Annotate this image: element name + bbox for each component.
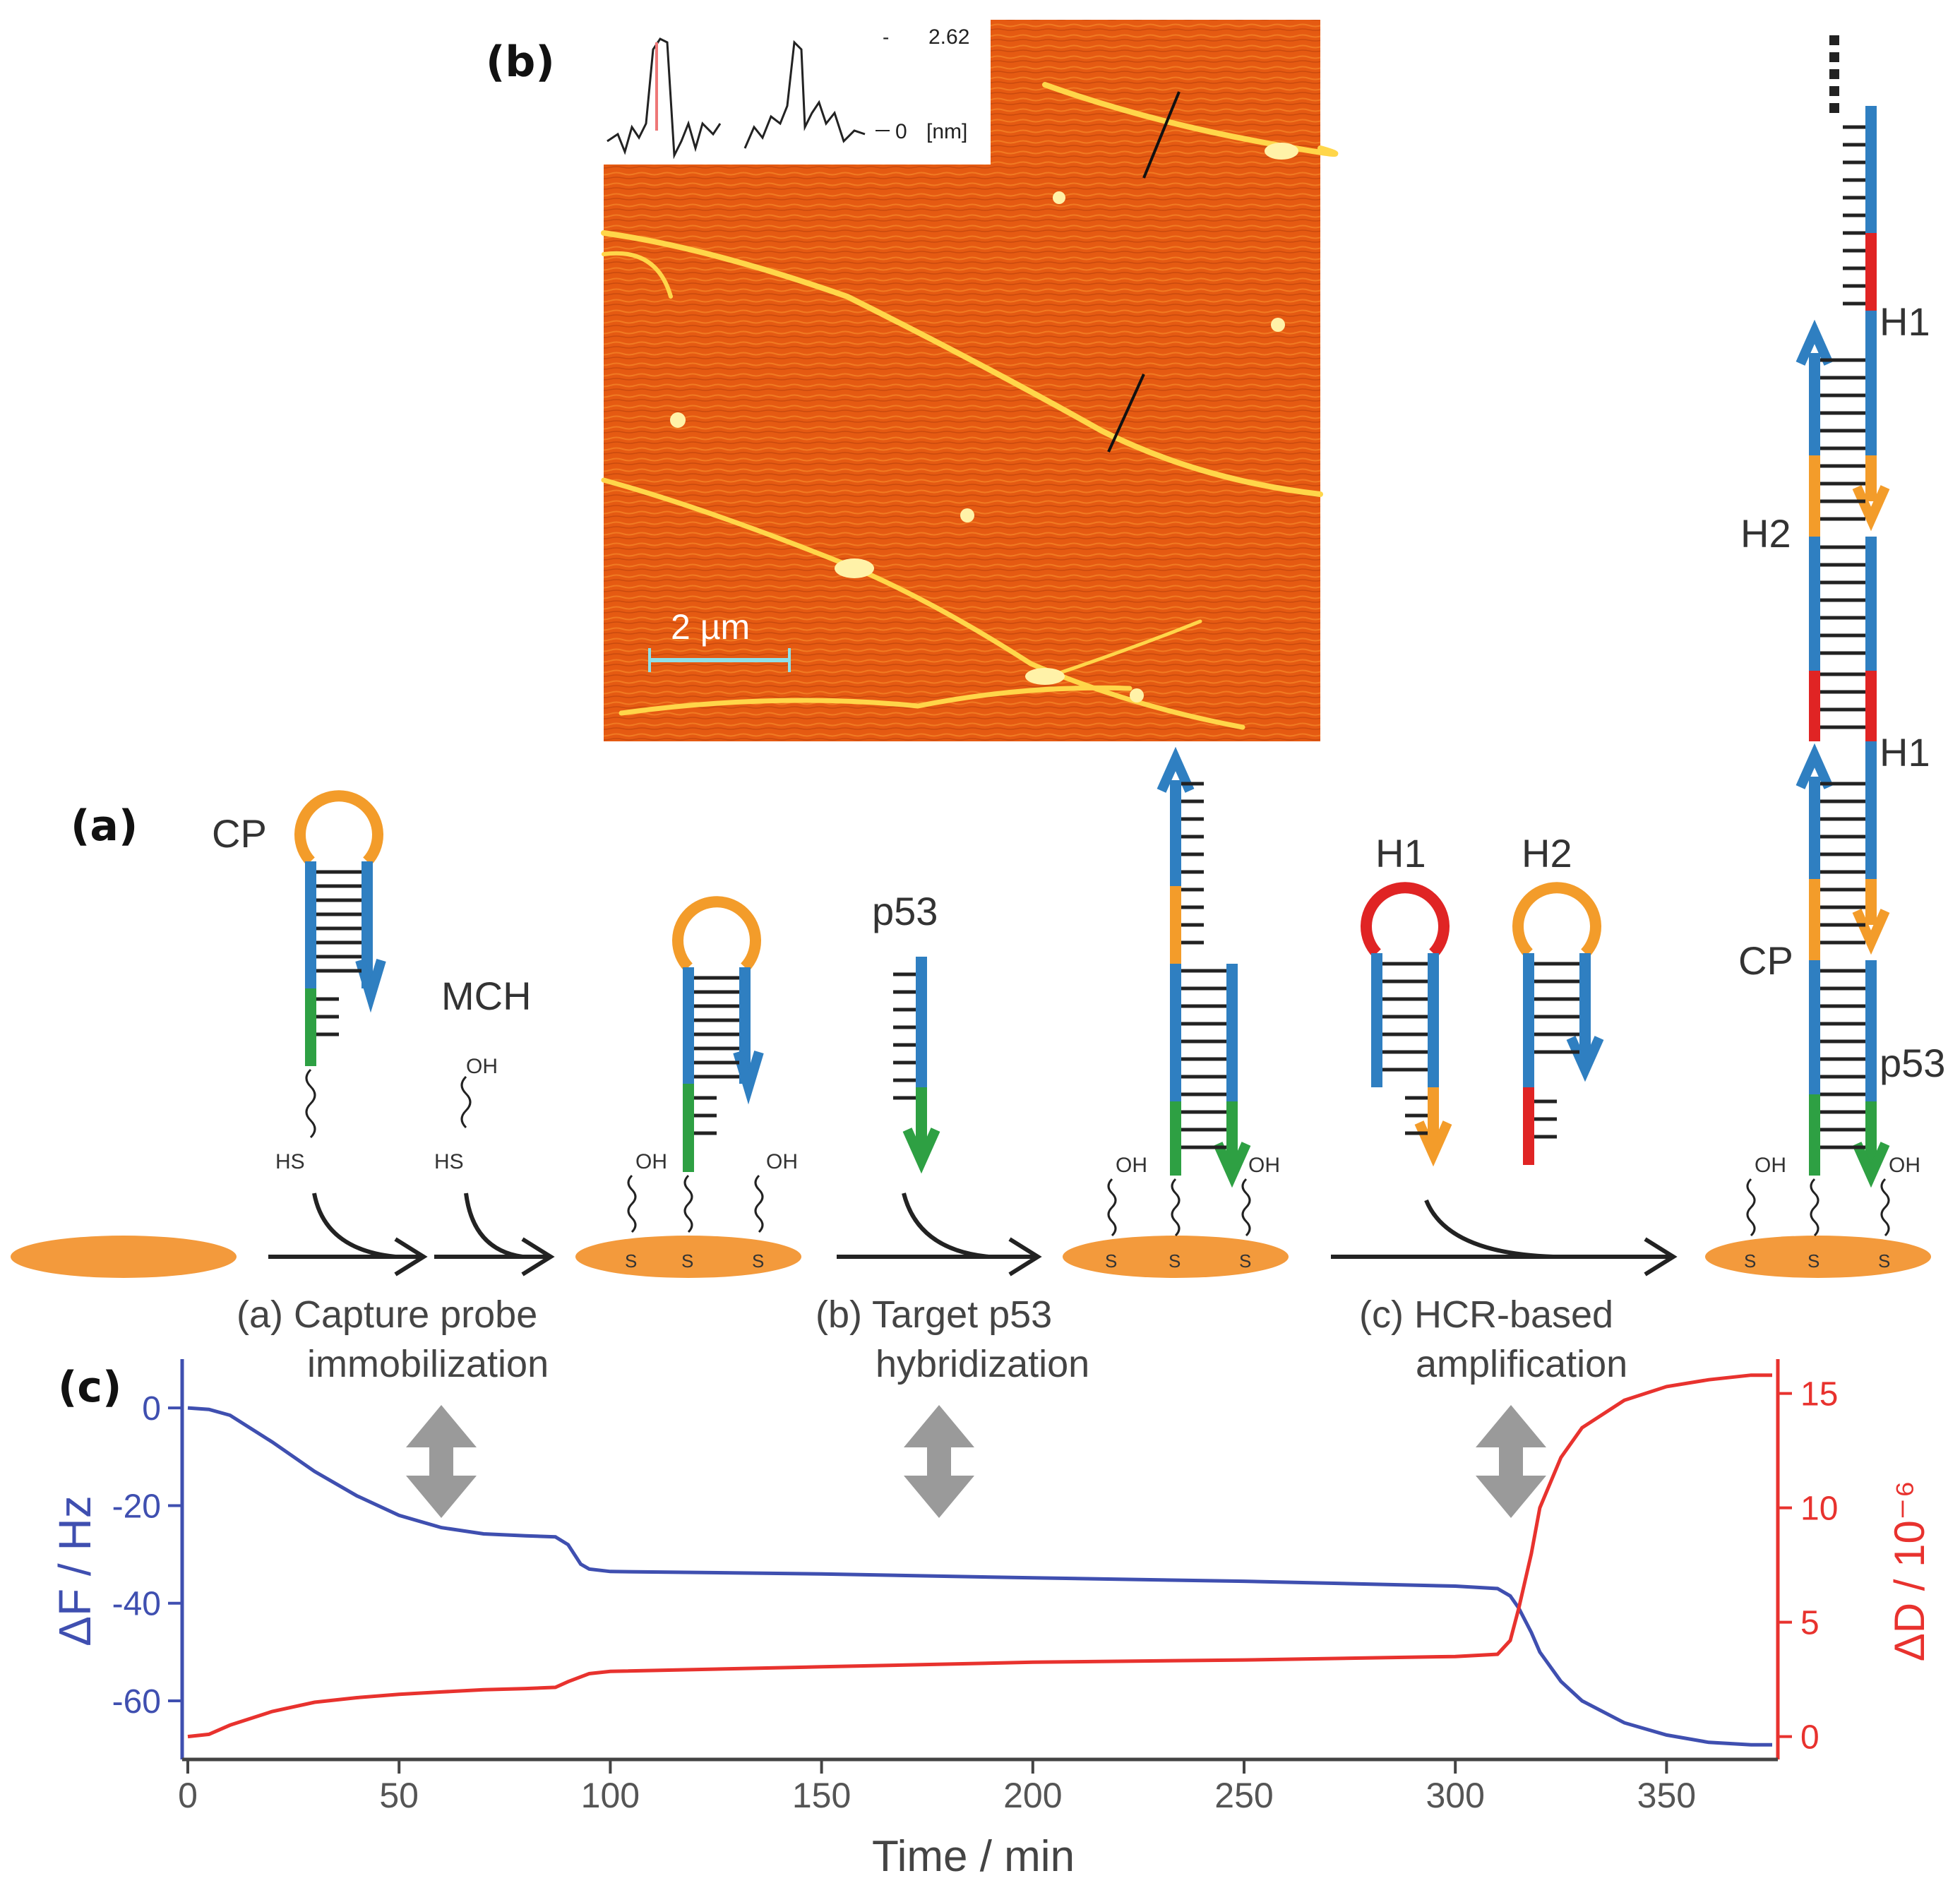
step-arrow-3 bbox=[837, 1237, 1042, 1277]
oh-label-3: OH bbox=[1116, 1154, 1147, 1177]
panel-a-label: (a) bbox=[71, 801, 138, 851]
x-axis-title: Time / min bbox=[872, 1832, 1075, 1881]
p53-strand: p53 bbox=[872, 889, 940, 1174]
profile-tick: - bbox=[883, 26, 889, 48]
s-label-8: S bbox=[1807, 1250, 1819, 1272]
gold-electrode-4 bbox=[1705, 1236, 1931, 1278]
hcr-polymer: OH OH S S S H1 H2 H1 CP p53 bbox=[1738, 35, 1945, 1272]
dissipation-series-line bbox=[187, 1373, 1772, 1739]
step-3-line2: amplification bbox=[1416, 1343, 1627, 1385]
frequency-series-line bbox=[187, 1406, 1772, 1747]
x-tick-label: 200 bbox=[1003, 1776, 1062, 1815]
y-right-tick-label: 5 bbox=[1800, 1605, 1819, 1642]
cp-immobilized: OH OH S S S bbox=[625, 896, 798, 1272]
oh-label-2: OH bbox=[766, 1150, 798, 1173]
step-2-line2: hybridization bbox=[876, 1343, 1089, 1385]
s-label-3: S bbox=[752, 1250, 764, 1272]
double-arrow-3 bbox=[1476, 1405, 1546, 1518]
profile-zero-label: 0 bbox=[895, 120, 907, 143]
s-label-4: S bbox=[1105, 1250, 1117, 1272]
p53-label-1: p53 bbox=[872, 889, 938, 933]
mch-molecule: MCH OH HS bbox=[434, 974, 532, 1173]
cp-p53-duplex: OH OH S S S bbox=[1105, 746, 1280, 1272]
step-arrow-1 bbox=[268, 1237, 428, 1277]
y-right-tick-label: 15 bbox=[1800, 1376, 1838, 1413]
h2-hairpin: H2 bbox=[1512, 831, 1604, 1165]
y-left-tick-label: -60 bbox=[112, 1683, 161, 1721]
oh-label-5: OH bbox=[1755, 1154, 1786, 1177]
mch-oh-label: OH bbox=[466, 1055, 498, 1078]
y-left-tick-label: -40 bbox=[112, 1586, 161, 1623]
hs-label-2: HS bbox=[434, 1150, 464, 1173]
s-label-1: S bbox=[625, 1250, 637, 1272]
gray-double-arrows bbox=[406, 1405, 1546, 1518]
s-label-7: S bbox=[1744, 1250, 1756, 1272]
s-label-6: S bbox=[1239, 1250, 1251, 1272]
y-axis-left-title: ΔF / Hz bbox=[49, 1495, 100, 1646]
x-tick-label: 250 bbox=[1214, 1776, 1273, 1815]
profile-2 bbox=[743, 40, 866, 149]
panel-c-label: (c) bbox=[58, 1363, 121, 1412]
oh-label-6: OH bbox=[1889, 1154, 1920, 1177]
x-tick-label: 0 bbox=[178, 1776, 198, 1815]
x-tick-label: 100 bbox=[581, 1776, 640, 1815]
mch-label: MCH bbox=[441, 974, 532, 1018]
x-tick-label: 50 bbox=[379, 1776, 419, 1815]
step-arrow-4 bbox=[1331, 1237, 1678, 1277]
step-1-line2: immobilization bbox=[307, 1343, 549, 1385]
cp-label-polymer: CP bbox=[1738, 938, 1793, 983]
oh-label-4: OH bbox=[1248, 1154, 1280, 1177]
profile-1 bbox=[606, 37, 722, 160]
h2-label-1: H2 bbox=[1522, 831, 1572, 875]
cp-label-1: CP bbox=[212, 811, 267, 856]
gold-electrodes bbox=[11, 1236, 1931, 1278]
h1-hairpin: H1 bbox=[1361, 831, 1452, 1167]
oh-label-1: OH bbox=[635, 1150, 667, 1173]
h1-label-top: H1 bbox=[1880, 299, 1930, 344]
y-left-tick-label: -20 bbox=[112, 1488, 161, 1525]
cp-hairpin-free: HS CP bbox=[212, 790, 386, 1173]
hs-label-1: HS bbox=[275, 1150, 305, 1173]
panel-b-label: (b) bbox=[486, 37, 555, 87]
step-3-line1: (c) HCR-based bbox=[1359, 1293, 1613, 1336]
y-axis-right-title: ΔD / 10⁻⁶ bbox=[1886, 1481, 1933, 1662]
x-tick-label: 350 bbox=[1637, 1776, 1696, 1815]
step-2-line1: (b) Target p53 bbox=[815, 1293, 1052, 1336]
h1-label-mid: H1 bbox=[1880, 730, 1930, 775]
profile-max-label: 2.62 bbox=[928, 25, 969, 49]
process-arrows bbox=[268, 1192, 1678, 1277]
gold-electrode-1 bbox=[11, 1236, 237, 1278]
y-left-tick-label: 0 bbox=[142, 1390, 161, 1428]
h2-label-polymer: H2 bbox=[1740, 511, 1791, 556]
scale-bar-label: 2 µm bbox=[671, 607, 750, 647]
p53-label-polymer: p53 bbox=[1880, 1041, 1945, 1085]
profile-unit-label: [nm] bbox=[926, 120, 967, 143]
double-arrow-2 bbox=[904, 1405, 974, 1518]
s-label-9: S bbox=[1878, 1250, 1890, 1272]
afm-image: 2 µm - 2.62 0 [nm] bbox=[601, 20, 1339, 741]
gold-electrode-2 bbox=[575, 1236, 801, 1278]
s-label-2: S bbox=[681, 1250, 693, 1272]
h1-label-1: H1 bbox=[1375, 831, 1426, 875]
y-right-tick-label: 0 bbox=[1800, 1719, 1819, 1757]
x-tick-label: 150 bbox=[792, 1776, 851, 1815]
step-1-line1: (a) Capture probe bbox=[237, 1293, 537, 1336]
y-right-tick-label: 10 bbox=[1800, 1490, 1838, 1528]
step-arrow-2 bbox=[434, 1237, 555, 1277]
s-label-5: S bbox=[1169, 1250, 1181, 1272]
double-arrow-1 bbox=[406, 1405, 477, 1518]
x-tick-label: 300 bbox=[1426, 1776, 1484, 1815]
gold-electrode-3 bbox=[1063, 1236, 1289, 1278]
